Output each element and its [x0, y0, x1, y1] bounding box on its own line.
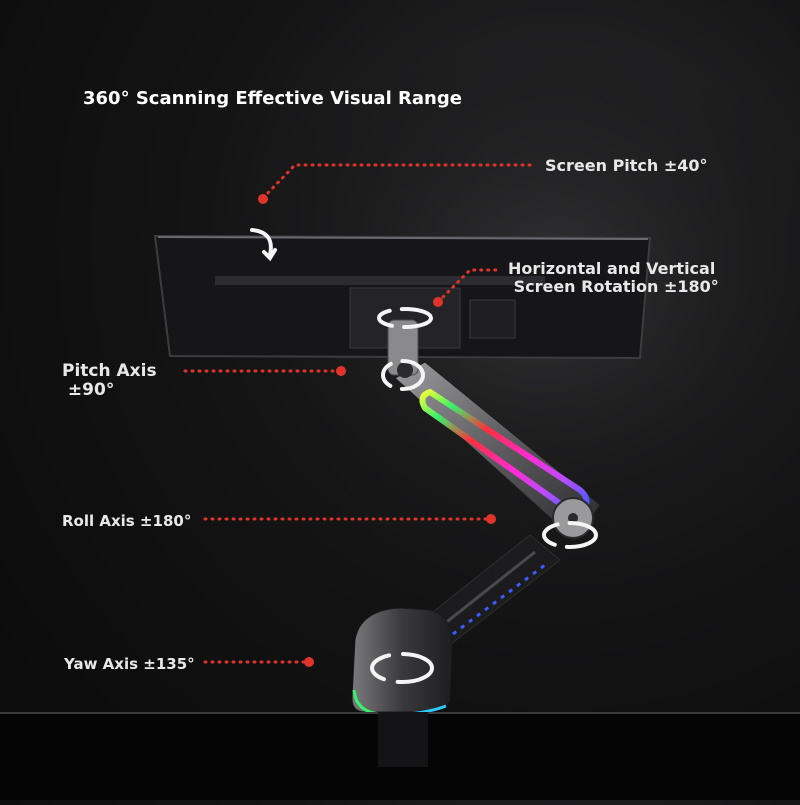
pitch-axis-label: Pitch Axis ±90° [62, 361, 157, 400]
screen-pitch-label: Screen Pitch ±40° [545, 156, 708, 175]
yaw-axis-marker [304, 657, 314, 667]
yaw-axis-label: Yaw Axis ±135° [64, 655, 195, 673]
screen-pitch-arrow [250, 228, 273, 257]
screen-pitch-arrowhead [262, 248, 277, 262]
pitch-axis-marker [336, 366, 346, 376]
pitch-ring [381, 359, 425, 391]
screen-pitch-leader [261, 163, 537, 200]
screen-rotation-label: Horizontal and Vertical Screen Rotation … [508, 259, 719, 296]
desk-base [0, 607, 800, 800]
elbow-joint [552, 497, 594, 539]
rotation-arrows [250, 228, 598, 684]
screen-pitch-marker [258, 194, 268, 204]
roll-axis-marker [486, 514, 496, 524]
callout-markers [258, 194, 496, 667]
yaw-ring [370, 652, 434, 684]
monitor [153, 234, 652, 360]
rotation-ring [377, 307, 433, 329]
rotation-leader [436, 268, 500, 304]
roll-axis-label: Roll Axis ±180° [62, 512, 192, 530]
rotation-marker [433, 297, 443, 307]
callout-leaders [183, 163, 537, 664]
headline: 360° Scanning Effective Visual Range [83, 88, 462, 109]
roll-ring [542, 521, 598, 549]
